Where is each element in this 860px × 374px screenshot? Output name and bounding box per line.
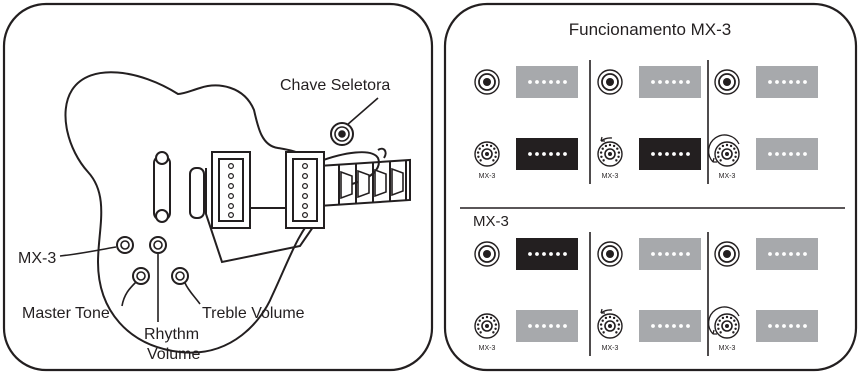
- mx3-knob-icon-s1-c2: MX-3: [597, 136, 623, 180]
- panel-title: Funcionamento MX-3: [569, 20, 732, 39]
- knob-mx3-label: MX-3: [602, 173, 619, 180]
- selector-switch-icon-s2-c2: [597, 241, 623, 267]
- pickup-top-s2-c1: [516, 238, 578, 270]
- bridge: [189, 167, 205, 219]
- pickup-bottom-s1-c2: [639, 138, 701, 170]
- pickup-bottom-s2-c1: [516, 310, 578, 342]
- rhythm-volume-knob-icon: [149, 236, 167, 254]
- mx3-knob-icon: [116, 236, 134, 254]
- knob-mx3-label: MX-3: [602, 345, 619, 352]
- selector-switch-icon-s1-c2: [597, 69, 623, 95]
- guitar-panel: Chave Seletora MX-3 Master Tone Rhythm V…: [2, 2, 434, 372]
- knob-mx3-label: MX-3: [479, 173, 496, 180]
- pickup-bottom-s2-c2: [639, 310, 701, 342]
- pickup-bottom-s1-c1: [516, 138, 578, 170]
- headstock: [377, 147, 387, 159]
- knob-mx3-label: MX-3: [479, 345, 496, 352]
- bridge-pickup: [211, 151, 251, 229]
- mx3-knob-icon-s1-c3: MX-3: [707, 134, 740, 180]
- selector-switch-icon-s2-c3: [714, 241, 740, 267]
- pickup-bottom-s2-c3: [756, 310, 818, 342]
- pickup-top-s2-c2: [639, 238, 701, 270]
- mx3-knob-icon-s2-c1: MX-3: [474, 313, 500, 352]
- pickup-top-s2-c3: [756, 238, 818, 270]
- knob-mx3-label: MX-3: [719, 345, 736, 352]
- selector-leader: [346, 97, 379, 126]
- selector-switch-icon-s1-c1: [474, 69, 500, 95]
- section2-title: MX-3: [473, 213, 509, 230]
- selector-label: Chave Seletora: [280, 77, 390, 94]
- knob-mx3-label: MX-3: [719, 173, 736, 180]
- mx3-knob-icon-s1-c1: MX-3: [474, 141, 500, 180]
- mx3-knob-icon-s2-c2: MX-3: [597, 308, 623, 352]
- neck-pickup: [285, 151, 325, 229]
- pickup-top-s1-c3: [756, 66, 818, 98]
- master-tone-knob-icon: [132, 267, 150, 285]
- selector-switch-icon: [330, 122, 354, 146]
- pickup-bottom-s1-c3: [756, 138, 818, 170]
- guitar-neck: [317, 158, 411, 207]
- pickup-top-s1-c1: [516, 66, 578, 98]
- rhythm-volume-label-line1: Rhythm: [144, 326, 199, 343]
- selector-switch-icon-s1-c3: [714, 69, 740, 95]
- mx3-label: MX-3: [18, 250, 56, 267]
- treble-volume-label: Treble Volume: [202, 305, 305, 322]
- master-tone-label: Master Tone: [22, 305, 110, 322]
- mx3-leader: [59, 246, 117, 257]
- rhythm-volume-label-line2: Volume: [147, 346, 200, 363]
- selector-switch-icon-s2-c1: [474, 241, 500, 267]
- treble-volume-leader: [184, 282, 201, 305]
- mx3-knob-icon-s2-c3: MX-3: [707, 306, 740, 352]
- master-tone-leader: [121, 281, 137, 307]
- pickup-top-s1-c2: [639, 66, 701, 98]
- tailpiece: [153, 151, 171, 223]
- treble-volume-knob-icon: [171, 267, 189, 285]
